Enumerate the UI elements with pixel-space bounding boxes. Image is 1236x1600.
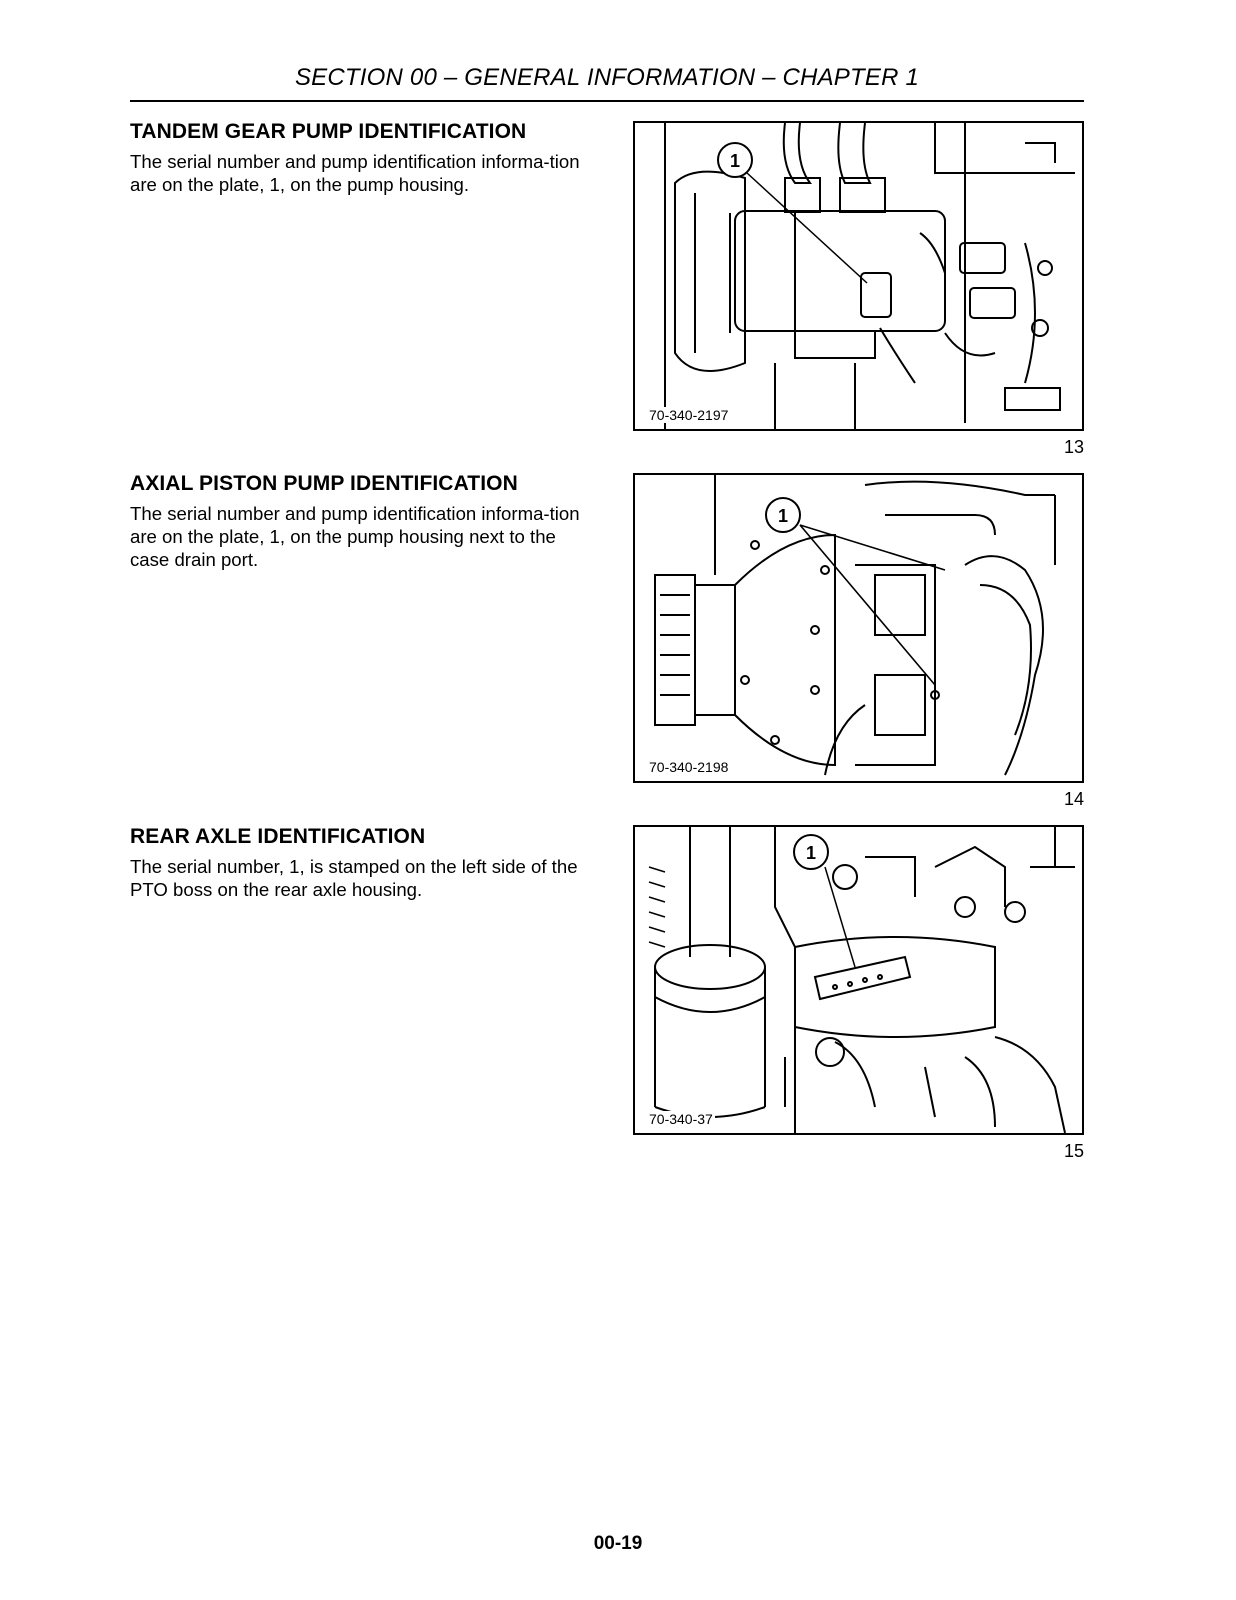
figure-code: 70-340-2197 [647,407,731,423]
figure-rear-axle: 1 70-340-37 [633,825,1084,1135]
page-number: 00-19 [593,1533,643,1554]
axial-piston-pump-illustration: 1 [654,475,1056,776]
body-text: The serial number, 1, is stamped on the … [130,856,578,900]
callout-number: 1 [778,506,788,526]
figure-number: 15 [1063,1141,1084,1161]
section-heading: TANDEM GEAR PUMP IDENTIFICATION [130,120,527,143]
header-rule [130,100,1084,102]
body-text: The serial number and pump identificatio… [130,503,580,570]
section-heading: REAR AXLE IDENTIFICATION [130,825,426,848]
running-header: SECTION 00 – GENERAL INFORMATION – CHAPT… [294,64,920,91]
figure-tandem-gear-pump: 1 70-340-2197 [633,121,1084,431]
section-body: The serial number and pump identificatio… [130,502,584,571]
section-axial-piston-pump: AXIAL PISTON PUMP IDENTIFICATION The ser… [130,472,584,571]
figure-number: 13 [1063,437,1084,457]
section-tandem-gear-pump: TANDEM GEAR PUMP IDENTIFICATION The seri… [130,120,584,196]
body-text: The serial number and pump identificatio… [130,151,580,195]
section-body: The serial number, 1, is stamped on the … [130,855,584,901]
callout-number: 1 [730,151,740,171]
figure-code: 70-340-2198 [647,759,731,775]
figure-code: 70-340-37 [647,1111,715,1127]
rear-axle-illustration: 1 [648,827,1075,1133]
tandem-gear-pump-illustration: 1 [664,123,1075,429]
callout-number: 1 [806,843,816,863]
section-heading: AXIAL PISTON PUMP IDENTIFICATION [130,472,518,495]
figure-number: 14 [1063,789,1084,809]
section-rear-axle: REAR AXLE IDENTIFICATION The serial numb… [130,825,584,901]
section-body: The serial number and pump identificatio… [130,150,584,196]
figure-axial-piston-pump: 1 70-340-2198 [633,473,1084,783]
